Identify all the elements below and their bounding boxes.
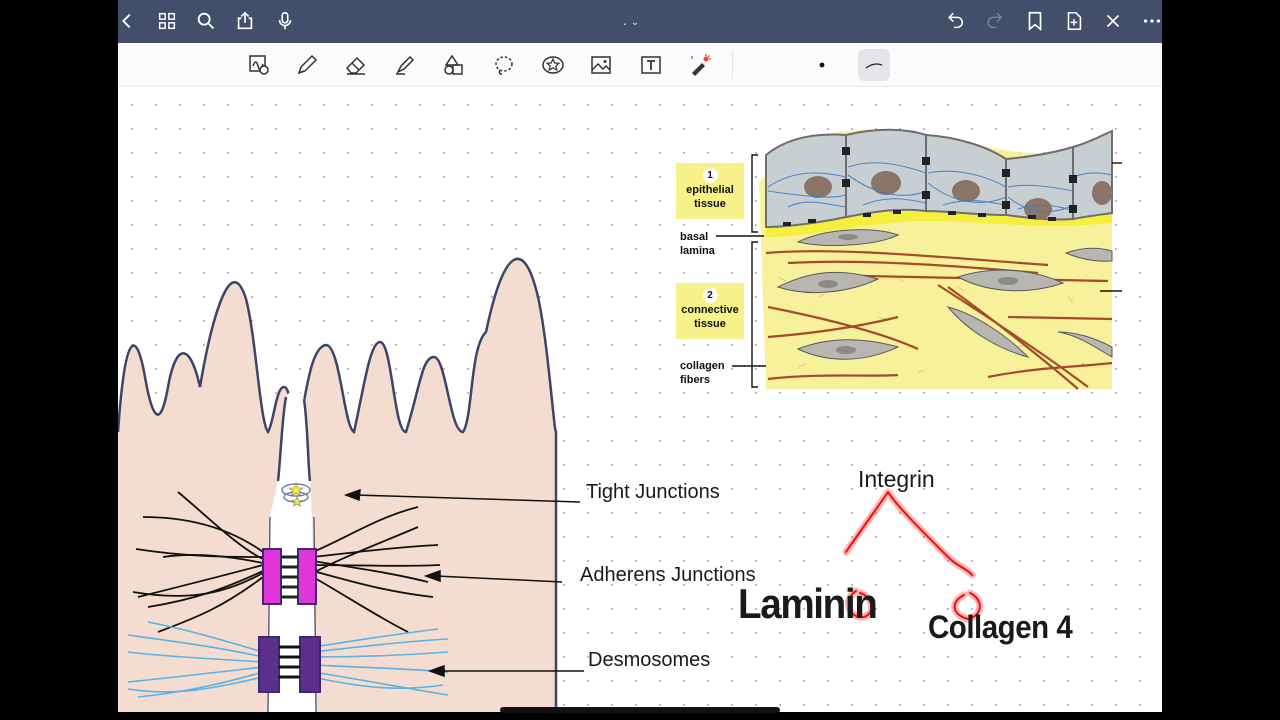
desmosome-marker <box>258 636 321 693</box>
desmosomes-label: Desmosomes <box>588 649 711 671</box>
tight-junction-marker <box>281 482 311 507</box>
grid-button[interactable] <box>152 6 182 36</box>
stroke-style[interactable] <box>858 49 890 81</box>
highlighter-tool[interactable] <box>389 49 421 81</box>
tissue-figure <box>716 128 1122 390</box>
document-title-dropdown[interactable]: . ⌄ <box>623 12 639 28</box>
pen-icon <box>297 54 318 75</box>
more-icon <box>1143 19 1161 23</box>
shapes-icon <box>444 54 463 75</box>
shapes-tool[interactable] <box>438 49 470 81</box>
eraser-icon <box>345 56 366 75</box>
highlight-strokes <box>842 488 984 623</box>
chevron-down-icon: ⌄ <box>630 17 640 28</box>
add-page-icon <box>1067 11 1082 31</box>
epithelial-tissue-label-box: 1 epithelial tissue <box>676 163 744 219</box>
microphone-button[interactable] <box>270 6 300 36</box>
home-indicator[interactable] <box>500 707 780 713</box>
connective-tissue-label: connective tissue <box>681 304 739 330</box>
basal-lamina-label: basal lamina <box>680 231 715 257</box>
laser-pointer-tool[interactable] <box>684 49 716 81</box>
number-badge: 2 <box>702 288 718 303</box>
collagen-fibers-label: collagen fibers <box>680 360 725 386</box>
tool-bar <box>118 43 1162 87</box>
document-title: . <box>623 12 627 28</box>
redo-button[interactable] <box>980 6 1010 36</box>
drawing-layer <box>118 128 1122 712</box>
cell-body <box>118 258 556 712</box>
image-tool[interactable] <box>585 49 617 81</box>
label-arrows <box>343 488 584 678</box>
back-button[interactable] <box>118 6 142 36</box>
sticker-tool[interactable] <box>537 49 569 81</box>
toolbar-divider <box>732 51 733 79</box>
stroke-width-dot[interactable] <box>806 49 838 81</box>
note-canvas[interactable]: 1 epithelial tissue basal lamina 2 conne… <box>118 87 1162 712</box>
text-box-icon <box>641 56 661 74</box>
microphone-icon <box>278 11 292 30</box>
share-button[interactable] <box>230 6 260 36</box>
notes-app: . ⌄ <box>118 0 1162 712</box>
eraser-tool[interactable] <box>340 49 372 81</box>
actin-filaments <box>132 491 441 633</box>
back-icon <box>122 13 131 29</box>
close-button[interactable] <box>1098 6 1128 36</box>
connective-tissue-label-box: 2 connective tissue <box>676 283 744 339</box>
laser-pointer-icon <box>691 54 711 76</box>
highlighter-icon <box>396 55 415 75</box>
collagen-4-text: Collagen 4 <box>928 609 1073 645</box>
text-tool[interactable] <box>635 49 667 81</box>
add-page-button[interactable] <box>1059 6 1089 36</box>
top-bar: . ⌄ <box>118 0 1162 43</box>
share-icon <box>237 11 253 30</box>
handwriting-convert-icon <box>249 55 269 75</box>
image-icon <box>591 56 611 74</box>
number-badge: 1 <box>702 168 718 183</box>
lasso-ocr-tool[interactable] <box>243 49 275 81</box>
integrin-text: Integrin <box>858 466 935 492</box>
bookmark-button[interactable] <box>1020 6 1050 36</box>
intermediate-filaments <box>127 621 449 698</box>
cell-membrane-outline <box>118 257 558 712</box>
undo-icon <box>948 12 963 29</box>
search-icon <box>197 12 214 29</box>
grid-icon <box>158 12 176 30</box>
bookmark-icon <box>1028 11 1042 32</box>
lasso-icon <box>495 56 513 75</box>
star-sticker-icon <box>542 56 564 74</box>
epithelial-tissue-label: epithelial tissue <box>686 184 734 210</box>
dot-icon <box>819 62 825 68</box>
adherens-junctions-label: Adherens Junctions <box>580 564 756 586</box>
redo-icon <box>987 12 1003 29</box>
pen-tool[interactable] <box>291 49 323 81</box>
search-button[interactable] <box>191 6 221 36</box>
tight-junctions-label: Tight Junctions <box>586 481 720 503</box>
close-icon <box>1106 14 1120 28</box>
curve-stroke-icon <box>865 63 883 69</box>
adherens-junction-marker <box>262 548 317 605</box>
undo-button[interactable] <box>941 6 971 36</box>
lasso-tool[interactable] <box>488 49 520 81</box>
more-button[interactable] <box>1137 6 1162 36</box>
laminin-text: Laminin <box>738 580 878 627</box>
